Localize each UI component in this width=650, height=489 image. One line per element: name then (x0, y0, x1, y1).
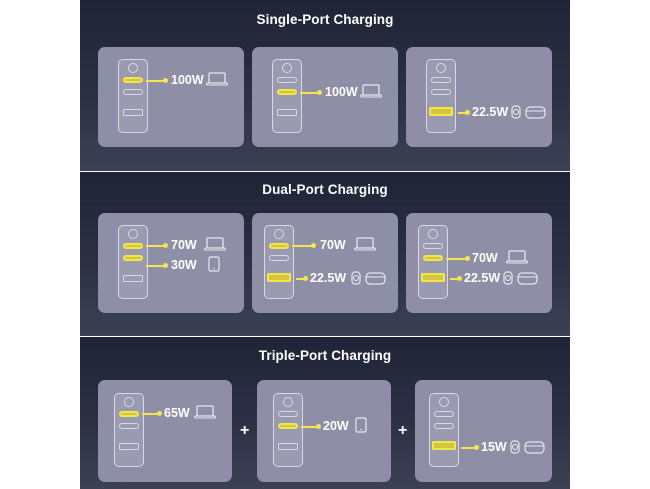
wattage-label: 65W (164, 406, 190, 420)
knob (436, 63, 446, 73)
usb-a-port (432, 441, 456, 450)
usb-c2-port (431, 89, 451, 95)
section-title: Triple-Port Charging (258, 348, 392, 363)
usb-c1-port (123, 243, 143, 249)
power-arrow (461, 445, 479, 450)
panel-dual-2: 70W 22.5W (252, 213, 398, 313)
panel-single-1: 100W (98, 47, 244, 147)
usb-c1-port (434, 411, 454, 417)
knob (128, 229, 138, 239)
knob (274, 229, 284, 239)
usb-a-port (123, 275, 143, 282)
charger-icon (272, 59, 302, 133)
usb-a-port (278, 443, 298, 450)
panel-triple-2: 20W (257, 380, 391, 482)
usb-c2-port (434, 423, 454, 429)
power-arrow (146, 243, 168, 248)
usb-a-port (123, 109, 143, 116)
knob (282, 63, 292, 73)
panel-single-2: 100W (252, 47, 398, 147)
power-arrow (292, 243, 316, 248)
wattage-label: 100W (171, 73, 204, 87)
plus-separator: + (240, 422, 250, 439)
laptop-icon (506, 250, 528, 264)
knob (124, 397, 134, 407)
usb-a-port (119, 443, 139, 450)
charging-infographic: Single-Port Charging 100W 100W (80, 0, 570, 489)
charger-icon (429, 393, 459, 467)
single-port-section: Single-Port Charging 100W 100W (80, 0, 570, 171)
section-title: Single-Port Charging (256, 12, 394, 27)
wattage-label: 22.5W (464, 271, 501, 285)
triple-port-section: Triple-Port Charging 65W + 20W (80, 337, 570, 489)
watch-earbuds-icon (511, 105, 546, 119)
laptop-icon (206, 72, 228, 86)
usb-c2-port (269, 255, 289, 261)
usb-c1-port (431, 77, 451, 83)
usb-c2-port (119, 423, 139, 429)
knob (428, 229, 438, 239)
laptop-icon (354, 237, 376, 251)
charger-icon (418, 225, 448, 299)
usb-c1-port (278, 411, 298, 417)
usb-c2-port (278, 423, 298, 429)
laptop-icon (360, 84, 382, 98)
wattage-label: 30W (171, 258, 197, 272)
panel-triple-3: 15W (415, 380, 552, 482)
power-arrow (146, 78, 168, 83)
usb-a-port (267, 273, 291, 282)
wattage-label: 70W (320, 238, 346, 252)
wattage-label: 22.5W (472, 105, 509, 119)
wattage-label: 22.5W (310, 271, 347, 285)
wattage-label: 70W (171, 238, 197, 252)
watch-earbuds-icon (503, 271, 538, 285)
wattage-label: 100W (325, 85, 358, 99)
power-arrow (446, 256, 470, 261)
tablet-icon (355, 417, 367, 433)
usb-a-port (421, 273, 445, 282)
panel-single-3: 22.5W (406, 47, 552, 147)
watch-earbuds-icon (351, 271, 386, 285)
plus-separator: + (398, 422, 408, 439)
power-arrow (450, 276, 462, 281)
charger-icon (426, 59, 456, 133)
usb-a-port (277, 109, 297, 116)
power-arrow (142, 411, 162, 416)
usb-c1-port (423, 243, 443, 249)
charger-icon (264, 225, 294, 299)
tablet-icon (208, 256, 220, 272)
wattage-label: 15W (481, 440, 507, 454)
power-arrow (146, 263, 168, 268)
charger-icon (114, 393, 144, 467)
dual-port-section: Dual-Port Charging 70W 30W 70W (80, 172, 570, 336)
knob (439, 397, 449, 407)
charger-icon (118, 59, 148, 133)
panel-triple-1: 65W (98, 380, 232, 482)
laptop-icon (194, 405, 216, 419)
knob (128, 63, 138, 73)
section-title: Dual-Port Charging (262, 182, 388, 197)
watch-earbuds-icon (510, 440, 545, 454)
power-arrow (300, 90, 322, 95)
usb-c2-port (277, 89, 297, 95)
usb-a-port (429, 107, 453, 116)
charger-icon (273, 393, 303, 467)
power-arrow (296, 276, 308, 281)
usb-c2-port (423, 255, 443, 261)
usb-c1-port (277, 77, 297, 83)
wattage-label: 20W (323, 419, 349, 433)
usb-c2-port (123, 255, 143, 261)
usb-c1-port (119, 411, 139, 417)
usb-c1-port (123, 77, 143, 83)
panel-dual-3: 70W 22.5W (406, 213, 552, 313)
laptop-icon (204, 237, 226, 251)
power-arrow (458, 110, 470, 115)
usb-c1-port (269, 243, 289, 249)
wattage-label: 70W (472, 251, 498, 265)
usb-c2-port (123, 89, 143, 95)
panel-dual-1: 70W 30W (98, 213, 244, 313)
knob (283, 397, 293, 407)
power-arrow (301, 424, 321, 429)
charger-icon (118, 225, 148, 299)
